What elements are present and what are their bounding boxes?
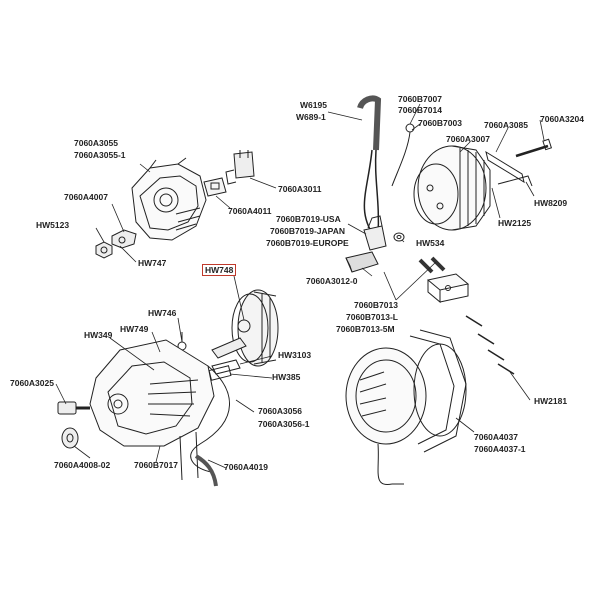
- label-HW8209: HW8209: [534, 198, 568, 208]
- screws-HW2181: [465, 315, 515, 375]
- label-HW746: HW746: [148, 308, 177, 318]
- fan-wheel-HW748: [231, 289, 279, 367]
- label-7060A4011: 7060A4011: [228, 206, 272, 216]
- grip-housing-7060B7017: [89, 339, 215, 481]
- nut-HW5123: [95, 241, 113, 259]
- label-7060B7013-5M: 7060B7013-5M: [336, 324, 395, 334]
- label-HW5123: HW5123: [36, 220, 70, 230]
- leader-lines: [55, 103, 545, 469]
- label-HW3103: HW3103: [278, 350, 312, 360]
- plate-7060A4011: [203, 177, 227, 197]
- label-7060B7013-L: 7060B7013-L: [346, 312, 398, 322]
- label-7060A3056-1: 7060A3056-1: [258, 419, 310, 429]
- label-7060A4019: 7060A4019: [224, 462, 268, 472]
- label-7060A3055: 7060A3055: [74, 138, 118, 148]
- label-7060A3007: 7060A3007: [446, 134, 490, 144]
- screw-7060A3204: [515, 138, 553, 158]
- label-7060A3012-0: 7060A3012-0: [306, 276, 358, 286]
- label-7060A4037: 7060A4037: [474, 432, 518, 442]
- label-7060B7017: 7060B7017: [134, 460, 178, 470]
- terminal-7060B7003: [391, 123, 415, 187]
- label-7060B7003: 7060B7003: [418, 118, 462, 128]
- label-7060B7007: 7060B7007: [398, 94, 442, 104]
- washer-HW534: [393, 232, 405, 242]
- label-HW747: HW747: [138, 258, 167, 268]
- label-HW749: HW749: [120, 324, 149, 334]
- rear-housing-7060A3055: [131, 157, 207, 241]
- label-HW2125: HW2125: [498, 218, 532, 228]
- motor-housing-7060A3007: [413, 145, 491, 231]
- element-HW3103: [211, 359, 241, 375]
- label-HW385: HW385: [272, 372, 301, 382]
- cable-7060A3056: [190, 365, 230, 473]
- label-W6195: W6195: [300, 100, 327, 110]
- strain-relief-7060B7019: [363, 215, 387, 251]
- cord-7060A4019: [194, 454, 218, 487]
- label-HW534: HW534: [416, 238, 445, 248]
- label-7060A4008-02: 7060A4008-02: [54, 460, 111, 470]
- label-7060B7014: 7060B7014: [398, 105, 442, 115]
- label-7060B7019-USA: 7060B7019-USA: [276, 214, 341, 224]
- label-7060A4037-1: 7060A4037-1: [474, 444, 526, 454]
- shroud-7060A4037: [345, 329, 467, 486]
- label-7060A4007: 7060A4007: [64, 192, 108, 202]
- label-7060A3085: 7060A3085: [484, 120, 528, 130]
- clamp-7060A4007: [111, 229, 137, 249]
- label-7060B7019-JAPAN: 7060B7019-JAPAN: [270, 226, 345, 236]
- knob-7060A4008-02: [61, 427, 79, 449]
- label-HW748-highlighted: HW748: [202, 264, 237, 276]
- label-7060A3011: 7060A3011: [278, 184, 322, 194]
- label-7060A3204: 7060A3204: [540, 114, 584, 124]
- switch-7060A3011: [225, 150, 255, 185]
- screw-7060A3025: [57, 401, 90, 415]
- label-7060A3025: 7060A3025: [10, 378, 54, 388]
- label-7060A3056: 7060A3056: [258, 406, 302, 416]
- label-HW349: HW349: [84, 330, 113, 340]
- clip-7060A3012-0: [345, 251, 379, 273]
- cord-W6195: [357, 95, 382, 237]
- label-7060A3055-1: 7060A3055-1: [74, 150, 126, 160]
- bracket-7060A3085: [485, 150, 533, 187]
- label-HW2181: HW2181: [534, 396, 568, 406]
- label-W689-1: W689-1: [296, 112, 326, 122]
- label-7060B7013: 7060B7013: [354, 300, 398, 310]
- connector-7060B7013: [418, 256, 470, 304]
- label-7060B7019-EUROPE: 7060B7019-EUROPE: [266, 238, 349, 248]
